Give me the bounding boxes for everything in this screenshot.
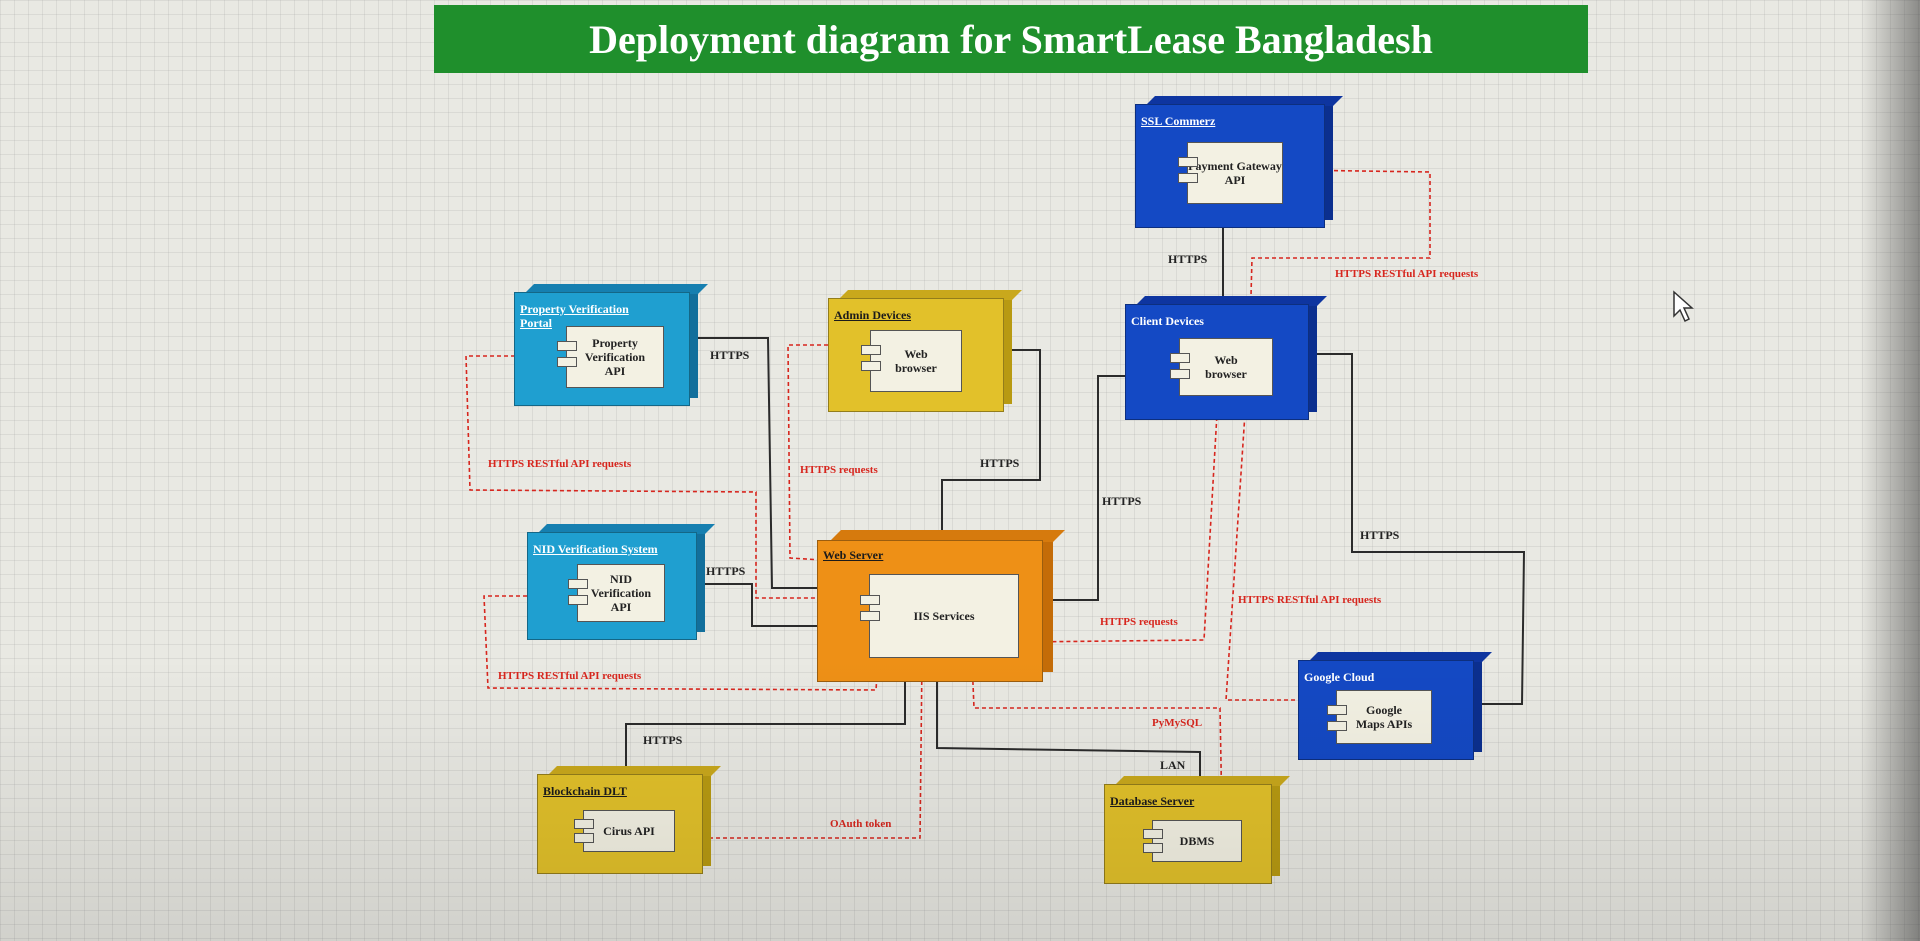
- label-https-ssl: HTTPS: [1168, 252, 1208, 266]
- component-icon: [861, 361, 881, 371]
- component-web-browser: Web browser: [861, 330, 962, 392]
- node-property-verification-portal: Property Verification Portal Property Ve…: [514, 284, 708, 406]
- node-ssl-commerz: SSL Commerz Payment Gateway API: [1135, 96, 1343, 228]
- component-icon: [574, 833, 594, 843]
- node-blockchain-dlt: Blockchain DLT Cirus API: [537, 766, 721, 874]
- node-label: Admin Devices: [834, 308, 911, 322]
- component-icon: [1143, 829, 1163, 839]
- dash-ssl-client: [1249, 169, 1431, 335]
- component-icon: [557, 357, 577, 367]
- component-icon: [568, 579, 588, 589]
- link-webserver-database: [936, 680, 1201, 780]
- component-icon: [1170, 353, 1190, 363]
- label-https-nid: HTTPS: [706, 564, 746, 578]
- component-icon: [1327, 721, 1347, 731]
- dash-admin-webserver: [787, 344, 828, 561]
- diagram-title: Deployment diagram for SmartLease Bangla…: [434, 5, 1588, 73]
- label-restful-google: HTTPS RESTful API requests: [1238, 594, 1382, 606]
- label-restful-nid: HTTPS RESTful API requests: [498, 670, 642, 682]
- component-nid-verification-api: NID Verification API: [568, 564, 665, 622]
- component-icon: [1327, 705, 1347, 715]
- label-lan: LAN: [1160, 758, 1186, 772]
- component-icon: [860, 611, 880, 621]
- node-label: Client Devices: [1131, 314, 1204, 328]
- component-label: Property Verification API: [584, 336, 646, 378]
- label-https-blockchain: HTTPS: [643, 733, 683, 747]
- component-icon: [861, 345, 881, 355]
- component-icon: [568, 595, 588, 605]
- component-label: IIS Services: [913, 609, 975, 623]
- component-icon: [1178, 173, 1198, 183]
- node-label: Blockchain DLT: [543, 784, 627, 798]
- component-iis-services: IIS Services: [860, 574, 1019, 658]
- link-client-webserver: [1050, 375, 1127, 601]
- component-label: Payment Gateway API: [1188, 159, 1282, 187]
- component-icon: [1178, 157, 1198, 167]
- node-client-devices: Client Devices Web browser: [1125, 296, 1327, 420]
- node-nid-verification-system: NID Verification System NID Verification…: [527, 524, 715, 640]
- label-https-property: HTTPS: [710, 348, 750, 362]
- link-client-google: [1312, 353, 1526, 705]
- component-dbms: DBMS: [1143, 820, 1242, 862]
- component-icon: [1170, 369, 1190, 379]
- label-https-client: HTTPS: [1102, 494, 1142, 508]
- node-web-server: Web Server IIS Services: [817, 530, 1065, 682]
- component-icon: [574, 819, 594, 829]
- label-https-admin: HTTPS: [980, 456, 1020, 470]
- label-restful-property: HTTPS RESTful API requests: [488, 458, 632, 470]
- label-pymysql: PyMySQL: [1152, 717, 1203, 729]
- label-https-google: HTTPS: [1360, 528, 1400, 542]
- mouse-cursor-icon: [1673, 290, 1694, 323]
- component-label: Web browser: [895, 347, 937, 375]
- label-requests-admin: HTTPS requests: [800, 464, 878, 476]
- node-label: Database Server: [1110, 794, 1195, 808]
- monitor-bezel: [1860, 0, 1920, 941]
- node-label: Property Verification Portal: [520, 302, 629, 330]
- node-label: Google Cloud: [1304, 670, 1375, 684]
- component-google-maps-apis: Google Maps APIs: [1327, 690, 1432, 744]
- component-property-verification-api: Property Verification API: [557, 326, 664, 388]
- link-property-webserver: [695, 337, 822, 589]
- label-restful-ssl: HTTPS RESTful API requests: [1335, 268, 1479, 280]
- node-label: SSL Commerz: [1141, 114, 1216, 128]
- node-label: Web Server: [823, 548, 884, 562]
- component-label: Google Maps APIs: [1355, 703, 1413, 731]
- node-database-server: Database Server DBMS: [1104, 776, 1290, 884]
- component-label: Web browser: [1205, 353, 1247, 381]
- label-requests-client: HTTPS requests: [1100, 616, 1178, 628]
- component-icon: [860, 595, 880, 605]
- link-webserver-blockchain: [625, 680, 906, 772]
- component-icon: [1143, 843, 1163, 853]
- component-label: DBMS: [1179, 834, 1215, 848]
- dash-client-webserver: [1021, 395, 1219, 643]
- component-cirus-api: Cirus API: [574, 810, 675, 852]
- node-admin-devices: Admin Devices Web browser: [828, 290, 1022, 412]
- link-nid-webserver: [704, 583, 820, 627]
- component-label: NID Verification API: [590, 572, 652, 614]
- component-label: Cirus API: [603, 824, 655, 838]
- component-icon: [557, 341, 577, 351]
- dash-webserver-blockchain: [672, 659, 923, 839]
- label-oauth: OAuth token: [830, 818, 892, 830]
- node-google-cloud: Google Cloud Google Maps APIs: [1298, 652, 1492, 760]
- component-web-browser: Web browser: [1170, 338, 1273, 396]
- dash-webserver-database: [971, 659, 1223, 819]
- component-payment-gateway-api: Payment Gateway API: [1178, 142, 1283, 204]
- node-label: NID Verification System: [533, 542, 658, 556]
- link-admin-webserver: [941, 349, 1041, 536]
